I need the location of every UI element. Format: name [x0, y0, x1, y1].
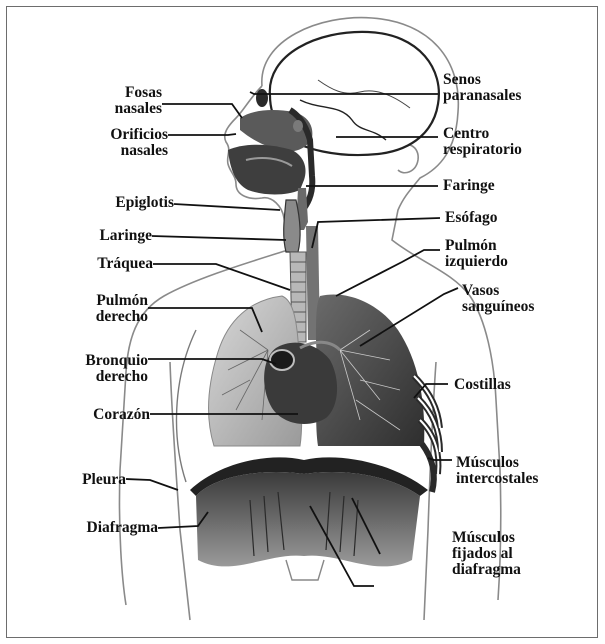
label-vasos-sanguineos: Vasos sanguíneos [462, 283, 534, 315]
label-traquea: Tráquea [97, 256, 153, 272]
label-costillas: Costillas [454, 377, 511, 393]
label-pleura: Pleura [82, 472, 126, 488]
label-epiglotis: Epiglotis [115, 195, 174, 211]
label-musculos-fijados-diafragma: Músculos fijados al diafragma [452, 530, 521, 578]
label-fosas-nasales: Fosas nasales [115, 85, 162, 117]
label-bronquio-derecho: Bronquio derecho [85, 353, 148, 385]
label-orificios-nasales: Orificios nasales [110, 127, 168, 159]
label-pulmon-derecho: Pulmón derecho [96, 293, 148, 325]
diaphragm [190, 457, 428, 580]
label-esofago: Esófago [445, 210, 498, 226]
label-laringe: Laringe [99, 228, 152, 244]
pleura-outline [177, 330, 196, 482]
label-faringe: Faringe [443, 178, 495, 194]
label-diafragma: Diafragma [87, 520, 158, 536]
label-corazon: Corazón [93, 407, 150, 423]
label-senos-paranasales: Senos paranasales [443, 72, 521, 104]
label-pulmon-izquierdo: Pulmón izquierdo [445, 238, 508, 270]
label-musculos-intercostales: Músculos intercostales [456, 455, 538, 487]
label-centro-respiratorio: Centro respiratorio [443, 126, 522, 158]
